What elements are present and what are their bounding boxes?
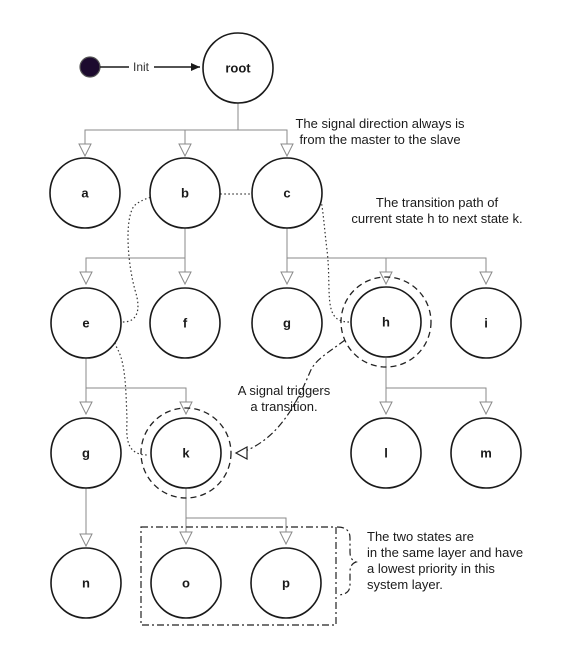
state-o[interactable]: o bbox=[150, 547, 222, 619]
arrowhead-g2 bbox=[79, 401, 93, 416]
annotation-transition-path-line1: The transition path of bbox=[376, 195, 499, 210]
state-c-circle bbox=[251, 157, 323, 229]
arrowhead-o bbox=[179, 531, 193, 546]
signal-trigger-arrowhead bbox=[234, 445, 248, 461]
state-root-circle bbox=[202, 32, 274, 104]
state-g-level4-circle bbox=[50, 417, 122, 489]
arrowhead-f bbox=[178, 271, 192, 286]
annotation-signal-direction: The signal direction always is from the … bbox=[295, 116, 465, 147]
arrowhead-l bbox=[379, 401, 393, 416]
annotation-same-layer: The two states are in the same layer and… bbox=[367, 529, 523, 592]
state-k[interactable]: k bbox=[150, 417, 222, 489]
state-e-label: e bbox=[82, 316, 89, 331]
state-l[interactable]: l bbox=[350, 417, 422, 489]
state-e[interactable]: e bbox=[50, 287, 122, 359]
annotation-same-layer-line4: system layer. bbox=[367, 577, 443, 592]
annotation-same-layer-line3: a lowest priority in this bbox=[367, 561, 495, 576]
state-i[interactable]: i bbox=[450, 287, 522, 359]
state-g-level4-label: g bbox=[82, 446, 90, 461]
state-k-circle bbox=[150, 417, 222, 489]
annotation-same-layer-line2: in the same layer and have bbox=[367, 545, 523, 560]
annotation-transition-path: The transition path of current state h t… bbox=[351, 195, 522, 226]
state-m-label: m bbox=[480, 446, 492, 461]
annotation-signal-trigger-line1: A signal triggers bbox=[238, 383, 331, 398]
tree-edges bbox=[84, 103, 487, 540]
state-k-label: k bbox=[182, 446, 190, 461]
state-b-label: b bbox=[181, 186, 189, 201]
state-c[interactable]: c bbox=[251, 157, 323, 229]
initial-state: Init bbox=[79, 56, 200, 78]
state-i-circle bbox=[450, 287, 522, 359]
annotation-signal-direction-line1: The signal direction always is bbox=[295, 116, 465, 131]
highlight-ring-k bbox=[140, 407, 232, 499]
annotation-same-layer-line1: The two states are bbox=[367, 529, 474, 544]
initial-dot bbox=[79, 56, 101, 78]
state-p-circle bbox=[250, 547, 322, 619]
state-p-label: p bbox=[282, 576, 290, 591]
state-b-circle bbox=[149, 157, 221, 229]
annotation-signal-direction-line2: from the master to the slave bbox=[299, 132, 460, 147]
state-b[interactable]: b bbox=[149, 157, 221, 229]
state-i-label: i bbox=[484, 316, 488, 331]
state-n[interactable]: n bbox=[50, 547, 122, 619]
state-g-level3-label: g bbox=[283, 316, 291, 331]
annotation-transition-path-line2: current state h to next state k. bbox=[351, 211, 522, 226]
state-p[interactable]: p bbox=[250, 547, 322, 619]
same-layer-brace bbox=[336, 526, 358, 596]
state-o-circle bbox=[150, 547, 222, 619]
state-f-circle bbox=[149, 287, 221, 359]
state-h-circle bbox=[350, 286, 422, 358]
state-l-label: l bbox=[384, 446, 388, 461]
state-g-level3-circle bbox=[251, 287, 323, 359]
state-a-label: a bbox=[81, 186, 89, 201]
state-h[interactable]: h bbox=[350, 286, 422, 358]
state-n-label: n bbox=[82, 576, 90, 591]
arrowhead-n bbox=[79, 533, 93, 548]
state-f-label: f bbox=[183, 316, 188, 331]
state-m[interactable]: m bbox=[450, 417, 522, 489]
state-m-circle bbox=[450, 417, 522, 489]
state-l-circle bbox=[350, 417, 422, 489]
state-g-level3[interactable]: g bbox=[251, 287, 323, 359]
state-root[interactable]: root bbox=[202, 32, 274, 104]
arrowhead-c bbox=[280, 143, 294, 158]
state-c-label: c bbox=[283, 186, 290, 201]
state-a-circle bbox=[49, 157, 121, 229]
init-label: Init bbox=[133, 60, 150, 74]
init-label-bg bbox=[129, 59, 154, 75]
arrowhead-m bbox=[479, 401, 493, 416]
arrowhead-i bbox=[479, 271, 493, 286]
arrowhead-b bbox=[178, 143, 192, 158]
annotation-signal-trigger: A signal triggers a transition. bbox=[238, 383, 331, 414]
state-e-circle bbox=[50, 287, 122, 359]
state-o-label: o bbox=[182, 576, 190, 591]
state-g-level4[interactable]: g bbox=[50, 417, 122, 489]
arrowhead-p bbox=[279, 531, 293, 546]
arrowhead-h bbox=[379, 271, 393, 286]
state-root-label: root bbox=[225, 61, 251, 76]
arrowhead-g1 bbox=[280, 271, 294, 286]
state-n-circle bbox=[50, 547, 122, 619]
arrowhead-e bbox=[79, 271, 93, 286]
signal-trigger-line bbox=[234, 339, 346, 461]
state-h-label: h bbox=[382, 315, 390, 330]
same-layer-group-box bbox=[140, 526, 337, 626]
state-a[interactable]: a bbox=[49, 157, 121, 229]
tree-arrowheads bbox=[78, 143, 493, 548]
arrowhead-a bbox=[78, 143, 92, 158]
state-f[interactable]: f bbox=[149, 287, 221, 359]
highlight-ring-h bbox=[340, 276, 432, 368]
annotation-signal-trigger-line2: a transition. bbox=[250, 399, 317, 414]
